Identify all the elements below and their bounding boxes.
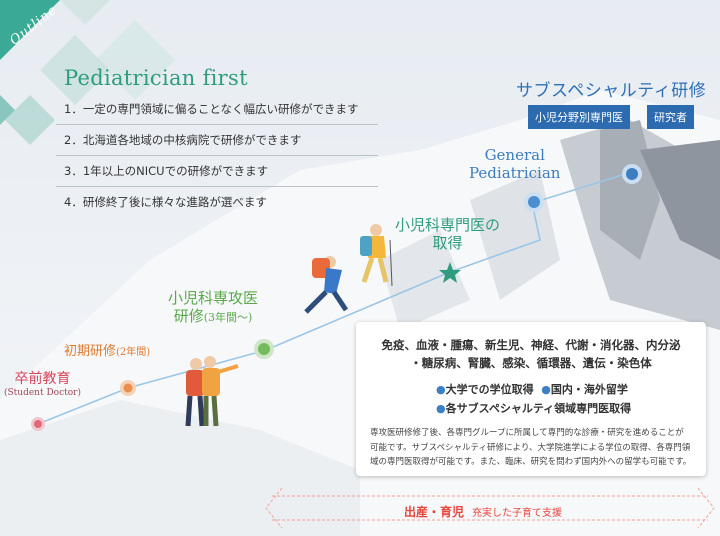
bullet-icon: ● (436, 382, 446, 396)
subspecialty-panel: 免疫、血液・腫瘍、新生児、神経、代謝・消化器、内分泌 ・糖尿病、腎臓、感染、循環… (356, 322, 706, 476)
subspecialty-title: サブスペシャルティ研修 (516, 81, 707, 101)
climbers-illustration (185, 224, 393, 427)
bullet-icon: ● (436, 401, 446, 415)
pre-graduate-label: 卒前教育 (Student Doctor) (4, 371, 81, 398)
panel-bullets: ●大学での学位取得 ●国内・海外留学 ●各サブスペシャルティ領域専門医取得 (436, 382, 632, 415)
tag-researcher: 研究者 (647, 105, 694, 129)
residency-label: 小児科専攻医 研修(3年間〜) (168, 289, 259, 325)
feature-item: 1．一定の専門領域に偏ることなく幅広い研修ができます (56, 94, 378, 125)
initial-training-label: 初期研修(2年間) (64, 344, 151, 359)
general-pediatrician-label: General Pediatrician (469, 146, 561, 182)
panel-heading: 免疫、血液・腫瘍、新生児、神経、代謝・消化器、内分泌 ・糖尿病、腎臓、感染、循環… (381, 338, 681, 370)
panel-body: 専攻医研修修了後、各専門グループに所属して専門的な診療・研究を進めることが可能で… (370, 427, 692, 468)
specialist-star (439, 262, 461, 283)
tag-pediatric-specialist: 小児分野別専門医 (528, 105, 630, 129)
childcare-label: 出産・育児充実した子育て支援 (404, 505, 563, 519)
feature-list: 1．一定の専門領域に偏ることなく幅広い研修ができます 2．北海道各地域の中核病院… (56, 94, 378, 217)
decorative-diamonds (0, 0, 175, 145)
feature-item: 3．1年以上のNICUでの研修ができます (56, 156, 378, 187)
childcare-arrow (265, 487, 715, 529)
feature-item: 2．北海道各地域の中核病院で研修ができます (56, 125, 378, 156)
bullet-icon: ● (541, 382, 551, 396)
page-title: Pediatrician first (64, 66, 248, 90)
feature-item: 4．研修終了後に様々な進路が選べます (64, 195, 267, 209)
specialist-label: 小児科専門医の 取得 (395, 216, 501, 252)
milestone-dots (31, 164, 642, 431)
